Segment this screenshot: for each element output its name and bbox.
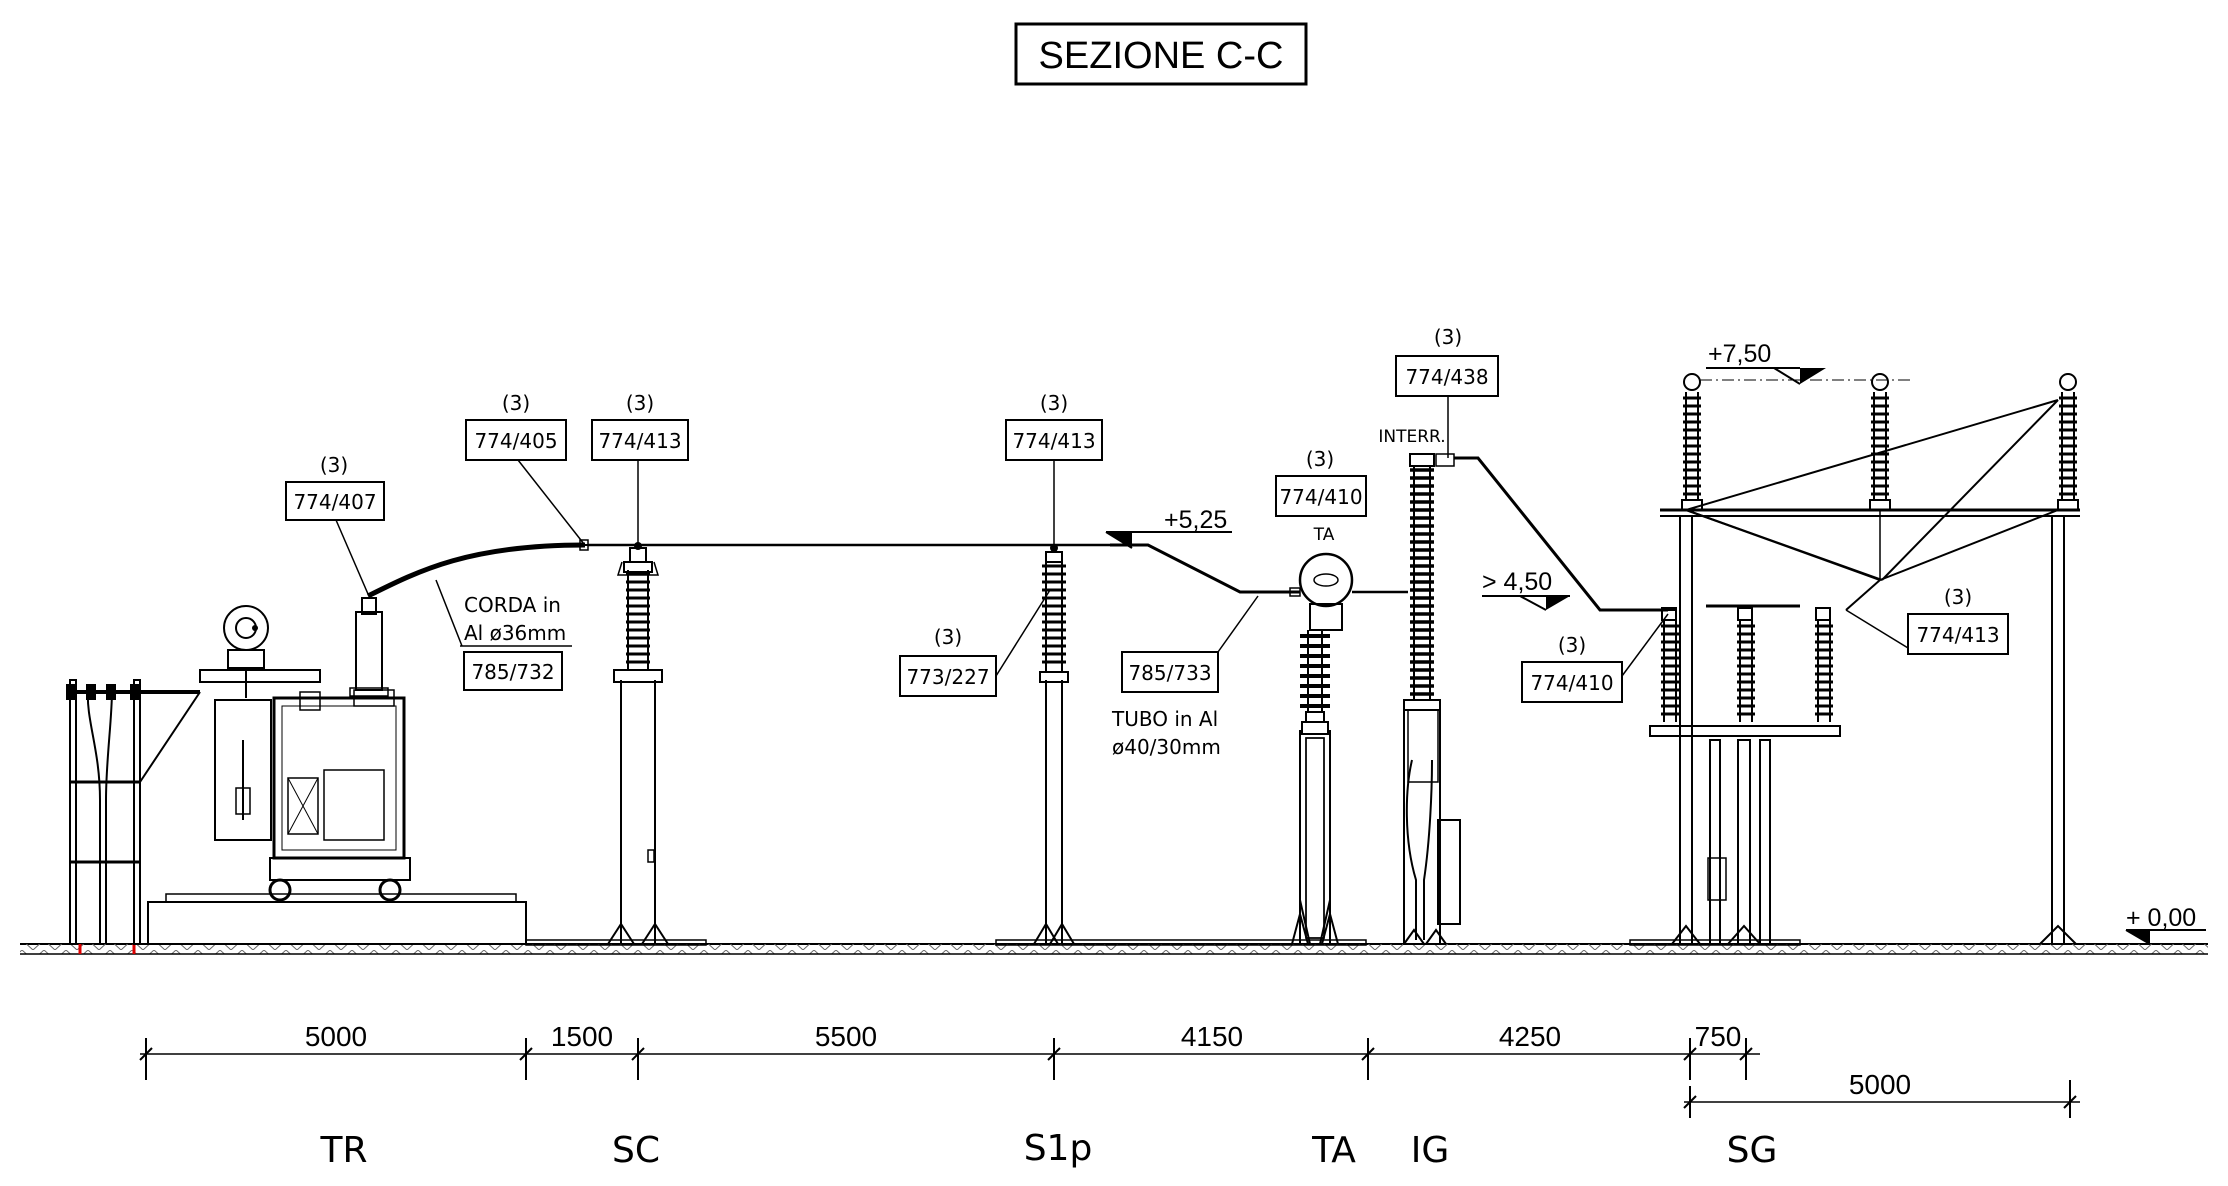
callout-774-438: (3) 774/438 bbox=[1395, 325, 1499, 458]
callout-sg-774-410: (3) 774/410 bbox=[1521, 613, 1669, 703]
callout-sg-774-413: (3) 774/413 bbox=[1845, 585, 2009, 655]
ta-current-transformer: TA bbox=[1289, 525, 1408, 945]
svg-text:774/410: 774/410 bbox=[1279, 485, 1362, 509]
svg-text:(3): (3) bbox=[1944, 585, 1972, 609]
svg-text:774/405: 774/405 bbox=[474, 429, 557, 453]
svg-text:(3): (3) bbox=[1306, 447, 1334, 471]
label-tr: TR bbox=[319, 1130, 367, 1171]
svg-text:(3): (3) bbox=[502, 391, 530, 415]
elevation-750: +7,50 bbox=[1706, 340, 1826, 385]
svg-text:774/407: 774/407 bbox=[293, 490, 376, 514]
transformer-tr bbox=[199, 605, 411, 902]
svg-text:SEZIONE C-C: SEZIONE C-C bbox=[1039, 35, 1284, 77]
elevation-525: +5,25 bbox=[1105, 506, 1232, 549]
portal-frame bbox=[66, 679, 201, 945]
svg-text:ø40/30mm: ø40/30mm bbox=[1112, 735, 1221, 759]
svg-text:5000: 5000 bbox=[305, 1021, 367, 1052]
dimension-line-sg: 5000 bbox=[1683, 1069, 2080, 1118]
interr-label: INTERR. bbox=[1378, 427, 1445, 447]
svg-text:4250: 4250 bbox=[1499, 1021, 1561, 1052]
equipment-labels: TR SC S1p TA IG SG bbox=[319, 1128, 1777, 1171]
callout-773-227: (3) 773/227 bbox=[899, 589, 1051, 697]
svg-text:(3): (3) bbox=[1558, 633, 1586, 657]
cord-description: CORDA in Al ø36mm 785/732 bbox=[435, 579, 572, 691]
callout-774-405: (3) 774/405 bbox=[465, 391, 585, 545]
elevation-450: > 4,50 bbox=[1482, 568, 1570, 611]
svg-text:CORDA in: CORDA in bbox=[464, 593, 561, 617]
al-cord bbox=[366, 539, 640, 599]
label-s1p: S1p bbox=[1024, 1128, 1093, 1169]
svg-text:1500: 1500 bbox=[551, 1021, 613, 1052]
label-sc: SC bbox=[612, 1130, 660, 1171]
label-ig: IG bbox=[1411, 1130, 1450, 1171]
dimension-line-main: 5000 1500 5500 4150 4250 750 bbox=[139, 1021, 1760, 1080]
al-tube bbox=[1110, 543, 1300, 594]
callout-774-407: (3) 774/407 bbox=[285, 453, 385, 595]
ig-circuit-breaker: INTERR. bbox=[1378, 427, 1461, 945]
svg-text:750: 750 bbox=[1695, 1021, 1742, 1052]
callout-sc-774-413: (3) 774/413 bbox=[591, 391, 689, 544]
svg-text:TUBO in Al: TUBO in Al bbox=[1111, 707, 1218, 731]
callout-s1p-774-413: (3) 774/413 bbox=[1005, 391, 1103, 544]
svg-text:785/732: 785/732 bbox=[471, 660, 554, 684]
svg-text:+ 0,00: + 0,00 bbox=[2126, 904, 2196, 932]
svg-text:4150: 4150 bbox=[1181, 1021, 1243, 1052]
sg-disconnector bbox=[1661, 604, 1833, 722]
svg-text:773/227: 773/227 bbox=[906, 665, 989, 689]
svg-text:785/733: 785/733 bbox=[1128, 661, 1211, 685]
ta-label: TA bbox=[1313, 525, 1335, 545]
svg-text:Al ø36mm: Al ø36mm bbox=[464, 621, 566, 645]
svg-text:(3): (3) bbox=[626, 391, 654, 415]
label-ta: TA bbox=[1311, 1130, 1356, 1171]
transformer-foundation bbox=[147, 893, 527, 945]
svg-text:5000: 5000 bbox=[1849, 1069, 1911, 1100]
sc-support bbox=[525, 542, 707, 946]
svg-text:774/410: 774/410 bbox=[1530, 671, 1613, 695]
svg-text:774/438: 774/438 bbox=[1405, 365, 1488, 389]
svg-text:(3): (3) bbox=[934, 625, 962, 649]
svg-text:(3): (3) bbox=[1434, 325, 1462, 349]
section-title: SEZIONE C-C bbox=[1014, 22, 1308, 86]
svg-text:(3): (3) bbox=[320, 453, 348, 477]
callout-ta-774-410: (3) 774/410 bbox=[1275, 447, 1367, 517]
svg-text:774/413: 774/413 bbox=[1916, 623, 1999, 647]
svg-text:(3): (3) bbox=[1040, 391, 1068, 415]
svg-text:> 4,50: > 4,50 bbox=[1482, 568, 1552, 596]
svg-text:5500: 5500 bbox=[815, 1021, 877, 1052]
ig-sg-conductor bbox=[1454, 456, 1668, 612]
svg-text:774/413: 774/413 bbox=[1012, 429, 1095, 453]
svg-text:+7,50: +7,50 bbox=[1708, 340, 1771, 368]
tube-description: 785/733 TUBO in Al ø40/30mm bbox=[1111, 595, 1259, 759]
elevation-000: + 0,00 bbox=[2125, 904, 2206, 945]
tr-bushing bbox=[349, 597, 389, 697]
svg-text:774/413: 774/413 bbox=[598, 429, 681, 453]
s1p-support bbox=[995, 544, 1367, 946]
svg-text:+5,25: +5,25 bbox=[1164, 506, 1227, 534]
sg-portal bbox=[1629, 399, 2080, 946]
sg-top-insulators bbox=[1681, 373, 2079, 511]
label-sg: SG bbox=[1727, 1130, 1778, 1171]
